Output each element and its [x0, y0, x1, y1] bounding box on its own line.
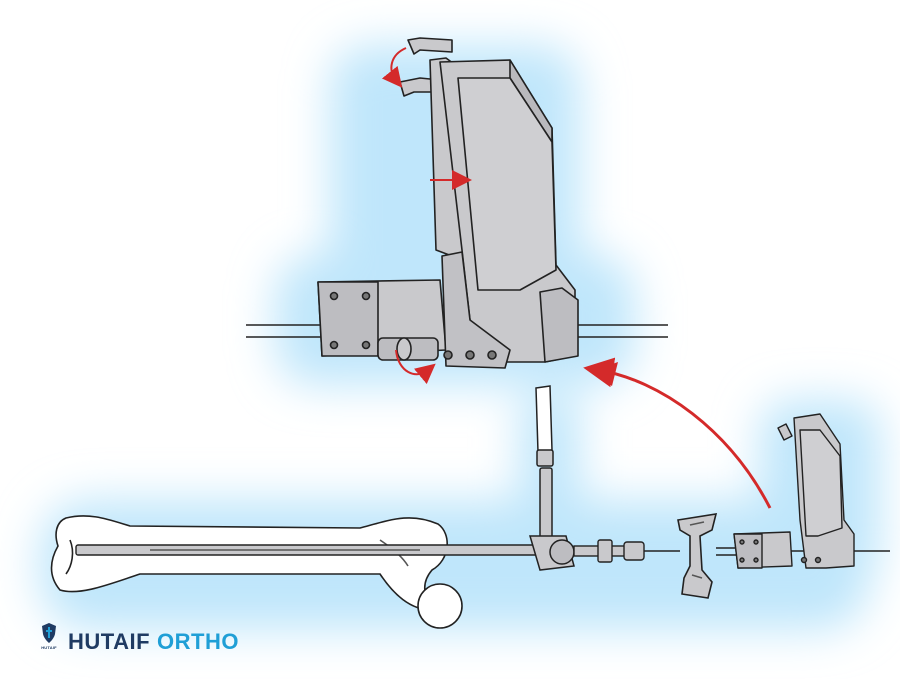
- t-handle: [677, 513, 738, 599]
- logo-text: HUTAIF: [41, 645, 57, 650]
- intramedullary-nail: [75, 544, 547, 556]
- shield-icon: [42, 623, 56, 643]
- brand-name-part2: ORTHO: [157, 629, 239, 654]
- threaded-connector: [573, 539, 680, 563]
- femur-bone: [50, 515, 463, 629]
- enlargement-arrow: [583, 357, 772, 509]
- enlargement-arrow-head: [590, 362, 618, 386]
- guide-arm: [528, 385, 575, 571]
- motion-arrows: [381, 47, 472, 385]
- brand-name-part1: HUTAIF: [68, 629, 151, 654]
- logo-emblem: HUTAIF: [38, 622, 60, 662]
- small-clamp-device: [733, 413, 890, 569]
- enlarged-clamp-detail: [246, 37, 668, 369]
